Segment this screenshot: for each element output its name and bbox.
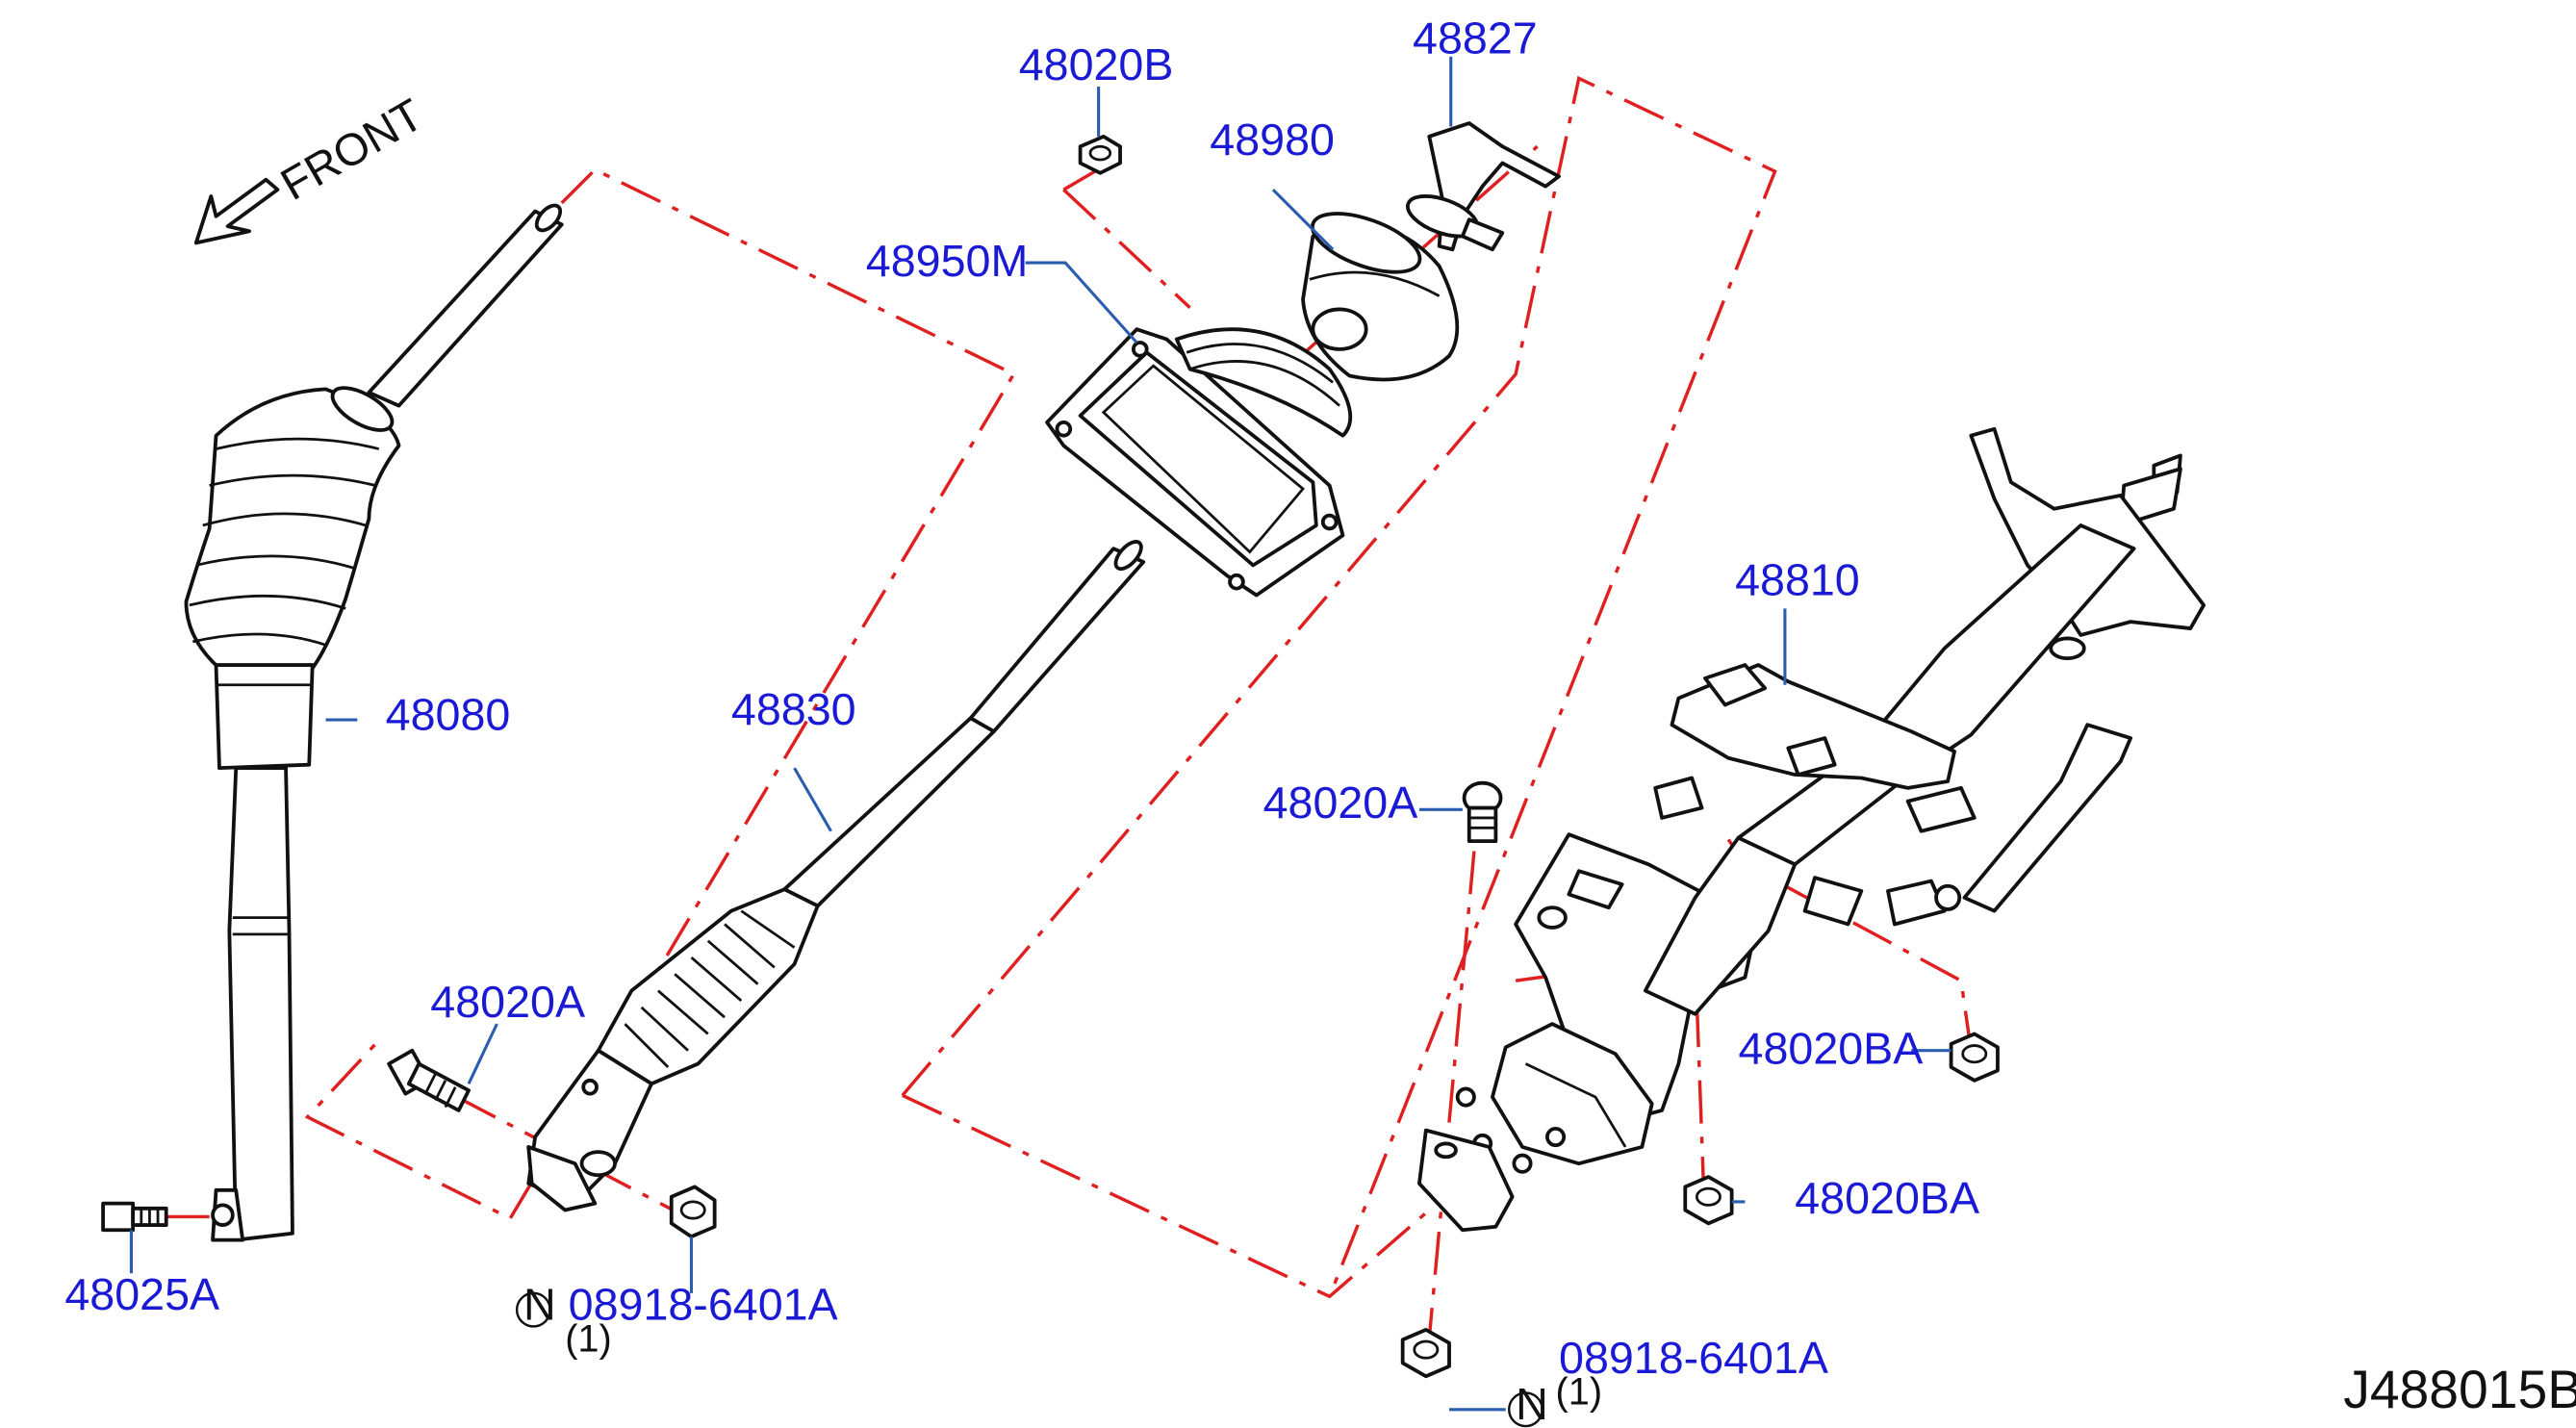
callout-48080: 48080 bbox=[386, 689, 511, 739]
part-48080-lower-shaft bbox=[184, 203, 564, 1242]
bolt-48020A-left bbox=[387, 1048, 471, 1112]
callout-48020A-left: 48020A bbox=[430, 977, 585, 1027]
callout-48020BA-right: 48020BA bbox=[1739, 1024, 1924, 1074]
bolt-48020A-top bbox=[1462, 780, 1503, 844]
callout-48810: 48810 bbox=[1735, 555, 1860, 605]
callout-08918-left: 08918-6401A bbox=[569, 1280, 838, 1330]
part-48827-clip bbox=[1406, 121, 1561, 252]
part-48810-steering-column bbox=[1417, 426, 2206, 1233]
nut-48020BA-low bbox=[1683, 1175, 1734, 1226]
callout-48025A: 48025A bbox=[64, 1269, 219, 1319]
leader-lines bbox=[129, 56, 1951, 1412]
front-direction-arrow: FRONT bbox=[193, 89, 431, 245]
nut-48020B bbox=[1078, 134, 1122, 175]
callout-48950M: 48950M bbox=[866, 236, 1028, 286]
callout-48020A-top: 48020A bbox=[1263, 778, 1418, 828]
nut-marker-right bbox=[1507, 1391, 1543, 1428]
callout-labels: 48020B 48827 48980 48950M 48080 48830 48… bbox=[64, 13, 2576, 1428]
callout-48830: 48830 bbox=[731, 684, 856, 734]
nut-08918-left bbox=[669, 1185, 717, 1239]
nut-marker-right-letter: N bbox=[1516, 1379, 1548, 1428]
nut-marker-left bbox=[515, 1291, 551, 1328]
callout-48980: 48980 bbox=[1210, 115, 1335, 165]
part-48950M-hole-cover bbox=[1045, 327, 1353, 598]
callout-48020BA-low: 48020BA bbox=[1795, 1173, 1979, 1223]
nut-08918-right bbox=[1400, 1327, 1451, 1379]
qty-left: (1) bbox=[565, 1317, 612, 1360]
nut-marker-left-letter: N bbox=[523, 1280, 556, 1330]
qty-right: (1) bbox=[1556, 1371, 1603, 1414]
front-label: FRONT bbox=[272, 89, 431, 210]
callout-48827: 48827 bbox=[1413, 13, 1538, 63]
callout-08918-right: 08918-6401A bbox=[1559, 1333, 1828, 1383]
drawing-code: J488015B bbox=[2343, 1360, 2576, 1419]
part-48830-intermediate-shaft bbox=[526, 540, 1146, 1212]
nut-48020BA-right bbox=[1949, 1032, 2000, 1083]
bolt-48025A bbox=[101, 1201, 168, 1233]
part-48980-seal bbox=[1301, 212, 1460, 382]
callout-48020B: 48020B bbox=[1019, 39, 1174, 89]
